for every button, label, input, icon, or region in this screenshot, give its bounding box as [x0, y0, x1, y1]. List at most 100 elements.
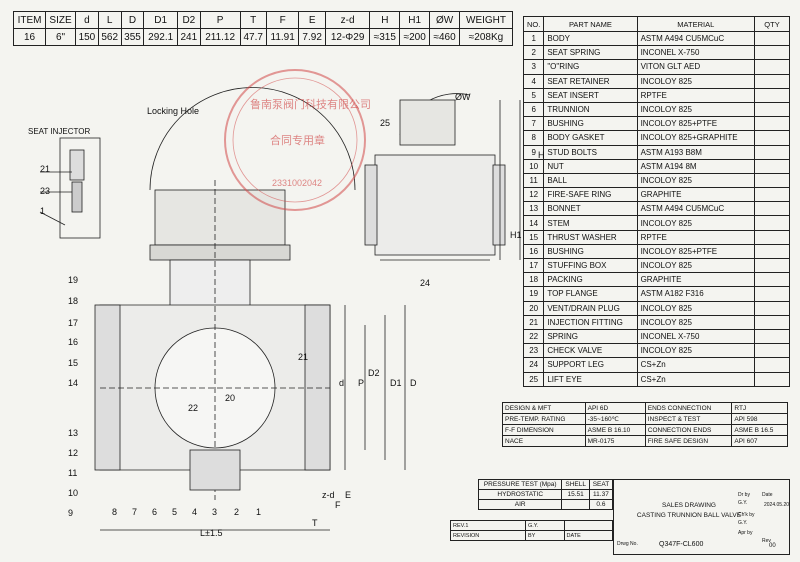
part-callout: 12	[68, 448, 79, 458]
part-callout: 1	[40, 206, 46, 216]
part-callout: 23	[40, 186, 51, 196]
locking-hole-label: Locking Hole	[147, 106, 200, 116]
rev-by-label: BY	[525, 530, 565, 541]
part-callout: 15	[68, 358, 79, 368]
part-qty	[754, 215, 790, 231]
dimension-label: z-d	[322, 490, 335, 500]
part-qty	[754, 130, 790, 146]
part-callout: 14	[68, 378, 79, 388]
gearbox	[154, 189, 286, 246]
part-name: STUD BOLTS	[543, 144, 638, 160]
pressure-cell: AIR	[477, 499, 563, 510]
trunnion-lower	[189, 449, 241, 491]
seat-injector-label: SEAT INJECTOR	[28, 127, 91, 136]
spec-cell: -35~160℃	[584, 413, 646, 425]
dim-value-cell: 7.92	[298, 28, 326, 46]
dimension-label: H	[538, 150, 545, 160]
revision-label: REVISION	[450, 530, 526, 541]
part-number: 14	[522, 215, 545, 231]
dr-by: Dr by	[738, 492, 750, 498]
part-name: FIRE-SAFE RING	[543, 187, 638, 203]
spec-cell: F-F DIMENSION	[502, 424, 586, 436]
part-material: RPTFE	[636, 229, 756, 245]
part-material: INCOLOY 825	[636, 172, 756, 189]
side-body	[374, 154, 496, 256]
part-qty	[754, 201, 790, 217]
part-callout: 2	[234, 507, 240, 517]
spec-cell: DESIGN & MFT	[502, 402, 586, 414]
stamp-line1: 鲁南泵阀门科技有限公司	[250, 98, 371, 111]
part-callout: 6	[152, 507, 158, 517]
drawing-number: Q347F-CL600	[659, 541, 704, 548]
part-callout: 11	[68, 468, 78, 478]
dim-value-cell: 47.7	[239, 28, 267, 46]
spec-cell: INSPECT & TEST	[644, 413, 733, 425]
part-number: 15	[522, 229, 545, 245]
part-callout: 18	[68, 296, 79, 306]
apr-by: Apr by	[738, 530, 753, 536]
rev-date-label: DATE	[563, 530, 613, 541]
part-number: 10	[522, 158, 545, 174]
spec-cell: ASME B 16.5	[731, 424, 788, 436]
part-material: ASTM A194 8M	[636, 158, 756, 174]
part-material: CS+Zn	[636, 371, 756, 387]
pressure-cell	[561, 499, 590, 510]
stamp-line2: 合同专用章	[270, 134, 325, 147]
spec-cell: API 6D	[584, 402, 646, 414]
check-valve-shape	[71, 181, 83, 213]
part-callout: 9	[68, 508, 74, 518]
spec-cell: API 598	[731, 413, 788, 425]
gy2: G.Y.	[738, 520, 748, 526]
pressure-cell: HYDROSTATIC	[477, 489, 563, 500]
dim-value-cell: ≈208Kg	[459, 28, 513, 46]
dimension-label: P	[358, 378, 365, 388]
part-number: 8	[522, 130, 545, 146]
pressure-cell: 15.51	[561, 489, 590, 500]
part-name: THRUST WASHER	[543, 229, 638, 245]
rev-value: 00	[769, 543, 776, 549]
part-qty	[754, 172, 790, 189]
dim-header-cell: H1	[399, 11, 431, 29]
part-callout: 8	[112, 507, 118, 517]
part-callout: 13	[68, 428, 79, 438]
part-number: 13	[522, 201, 545, 217]
spec-cell: PRE-TEMP. RATING	[502, 413, 586, 425]
dim-value-cell: ≈200	[399, 28, 431, 46]
part-callout: 21	[40, 164, 51, 174]
part-qty	[754, 144, 790, 160]
date-label: Date	[762, 492, 773, 498]
rev-label: REV.1	[450, 520, 526, 531]
part-callout: 24	[420, 278, 431, 288]
part-callout: 5	[172, 507, 178, 517]
chk-by: Ch'k by	[738, 512, 755, 518]
stamp-line3: 2331002042	[272, 178, 323, 188]
part-number: 11	[522, 172, 545, 189]
dim-value-cell: 6"	[45, 28, 77, 46]
part-qty	[754, 229, 790, 245]
part-material: ASTM A193 B8M	[636, 144, 756, 160]
part-callout: 19	[68, 275, 79, 285]
dim-header-cell: E	[298, 11, 326, 29]
gy1: G.Y.	[738, 500, 748, 506]
dimension-label: d	[339, 378, 345, 388]
drwg-no-label: Drwg No.	[617, 541, 638, 547]
